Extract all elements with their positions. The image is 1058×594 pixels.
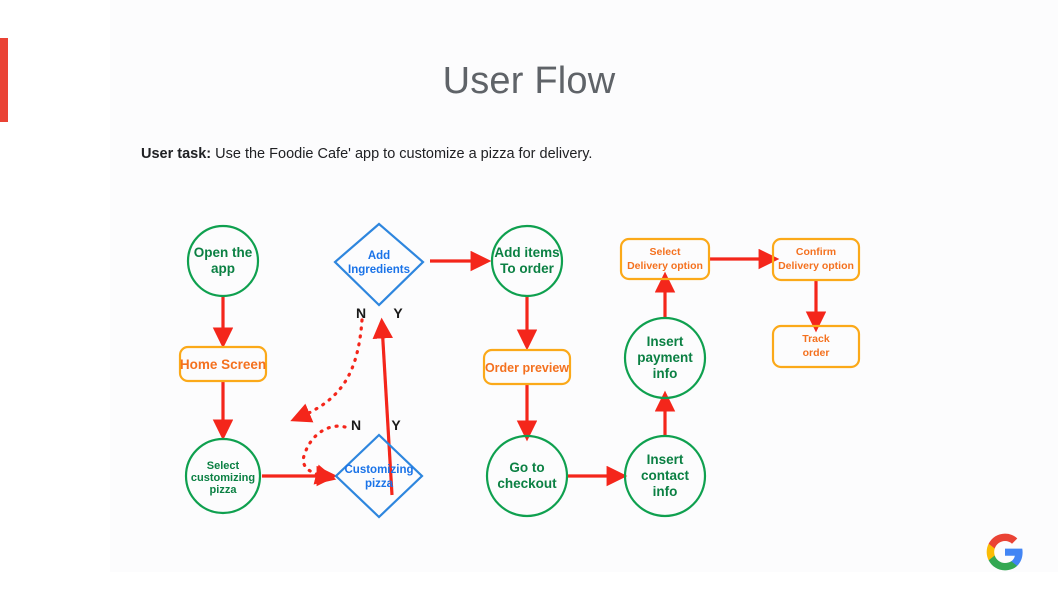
- edge-customizing-pizza-add-ingredients-yes: [372, 317, 394, 496]
- node-customizing-pizza[interactable]: Customizing pizza: [334, 433, 424, 519]
- node-go-to-checkout-line2: checkout: [497, 476, 557, 491]
- node-insert-payment-line3: info: [653, 366, 678, 381]
- node-insert-contact-line3: info: [653, 484, 678, 499]
- node-select-delivery-option[interactable]: Select Delivery option: [619, 237, 711, 281]
- node-select-customizing-line3: pizza: [210, 484, 238, 496]
- node-insert-payment-info[interactable]: Insert payment info: [623, 316, 707, 400]
- user-task-line: User task: Use the Foodie Cafe' app to c…: [141, 145, 592, 164]
- user-task-label: User task:: [141, 146, 212, 162]
- node-select-customizing-line2: customizing: [191, 472, 255, 484]
- node-home-screen-label: Home Screen: [180, 357, 266, 372]
- google-logo: [985, 532, 1025, 572]
- edge-add-ingredients-home-screen-no: [290, 318, 364, 423]
- branch-label-customizing-pizza-yes: Y: [391, 417, 401, 433]
- node-customizing-pizza-line2: pizza: [365, 478, 394, 490]
- node-track-order-line2: order: [803, 347, 830, 359]
- branch-label-customizing-pizza-no: N: [351, 417, 361, 433]
- node-add-ingredients[interactable]: Add Ingredients: [333, 222, 425, 307]
- node-customizing-pizza-line1: Customizing: [345, 464, 414, 476]
- node-home-screen[interactable]: Home Screen: [178, 345, 268, 383]
- node-add-items-line2: To order: [500, 261, 554, 276]
- user-flow-diagram: Open the app Home Screen Select customiz…: [0, 195, 1058, 545]
- node-insert-payment-line1: Insert: [647, 334, 684, 349]
- node-select-delivery-line1: Select: [650, 246, 681, 258]
- node-select-customizing-line1: Select: [207, 460, 240, 472]
- branch-label-add-ingredients-yes: Y: [393, 305, 403, 321]
- node-select-delivery-line2: Delivery option: [627, 260, 703, 272]
- node-open-app-line1: Open the: [194, 245, 253, 260]
- branch-label-add-ingredients-no: N: [356, 305, 366, 321]
- node-insert-contact-line1: Insert: [647, 452, 684, 467]
- node-order-preview[interactable]: Order preview: [482, 348, 572, 386]
- node-add-ingredients-line1: Add: [368, 250, 390, 262]
- node-track-order[interactable]: Track order: [771, 324, 861, 369]
- node-add-items-to-order[interactable]: Add items To order: [490, 224, 564, 298]
- node-track-order-line1: Track: [802, 333, 830, 345]
- node-confirm-delivery-line2: Delivery option: [778, 260, 854, 272]
- accent-bar: [0, 38, 8, 122]
- node-insert-payment-line2: payment: [637, 350, 693, 365]
- page-title: User Flow: [442, 60, 616, 102]
- node-insert-contact-info[interactable]: Insert contact info: [623, 434, 707, 518]
- edge-customizing-pizza-customizing-no: [301, 424, 347, 485]
- node-add-ingredients-line2: Ingredients: [348, 264, 410, 276]
- node-insert-contact-line2: contact: [641, 468, 690, 483]
- node-go-to-checkout-line1: Go to: [509, 460, 544, 475]
- node-open-app[interactable]: Open the app: [186, 224, 260, 298]
- user-task-text: Use the Foodie Cafe' app to customize a …: [211, 146, 593, 162]
- node-add-items-line1: Add items: [494, 245, 559, 260]
- node-go-to-checkout[interactable]: Go to checkout: [485, 434, 569, 518]
- node-open-app-line2: app: [211, 261, 235, 276]
- node-select-customizing-pizza[interactable]: Select customizing pizza: [184, 437, 262, 515]
- node-confirm-delivery-line1: Confirm: [796, 246, 836, 258]
- node-confirm-delivery-option[interactable]: Confirm Delivery option: [771, 237, 861, 282]
- node-order-preview-label: Order preview: [485, 361, 569, 375]
